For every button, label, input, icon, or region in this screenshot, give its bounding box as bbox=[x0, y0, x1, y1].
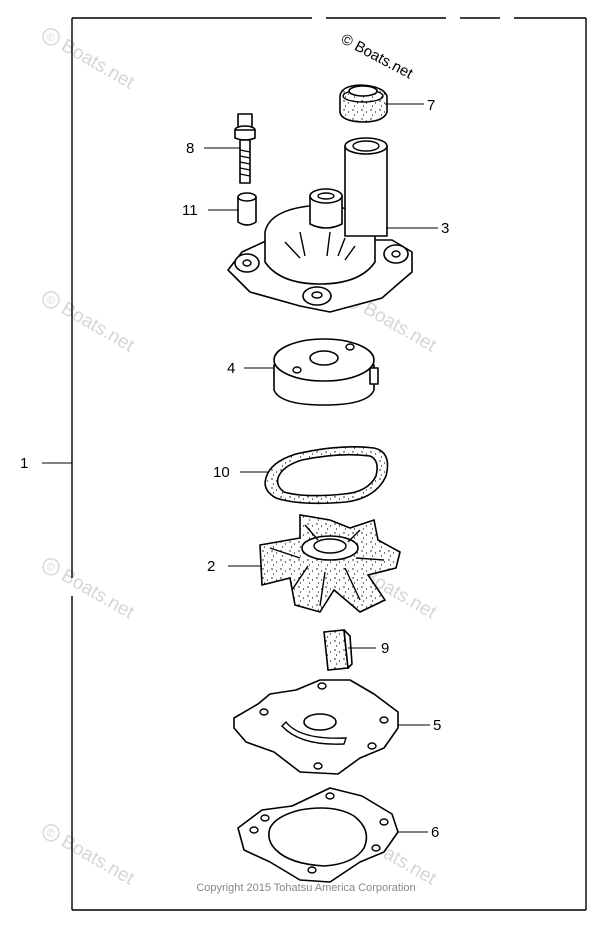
dowel-pin-part[interactable] bbox=[237, 192, 257, 226]
watermark: © Boats.net bbox=[42, 291, 139, 357]
callout-10[interactable]: 10 bbox=[213, 464, 230, 481]
footer-copyright: Copyright 2015 Tohatsu America Corporati… bbox=[196, 882, 415, 894]
bolt-part[interactable] bbox=[234, 113, 256, 184]
callout-9[interactable]: 9 bbox=[381, 640, 389, 657]
watermark: © Boats.net bbox=[42, 558, 139, 624]
callout-1[interactable]: 1 bbox=[20, 455, 28, 472]
callout-labels: 1 2 3 4 5 6 7 8 9 10 11 bbox=[20, 97, 449, 841]
callout-2[interactable]: 2 bbox=[207, 558, 215, 575]
callout-6[interactable]: 6 bbox=[431, 824, 439, 841]
callout-4[interactable]: 4 bbox=[227, 360, 235, 377]
callout-8[interactable]: 8 bbox=[186, 140, 194, 157]
watermark-text: Boats.net bbox=[58, 35, 139, 94]
gasket-lower-part[interactable] bbox=[237, 787, 399, 883]
pump-case-part[interactable] bbox=[227, 137, 413, 313]
outer-plate-part[interactable] bbox=[233, 679, 399, 775]
callout-3[interactable]: 3 bbox=[441, 220, 449, 237]
grommet-part[interactable] bbox=[339, 84, 388, 123]
key-part[interactable] bbox=[323, 629, 353, 671]
insert-cartridge-part[interactable] bbox=[273, 338, 379, 406]
seal-ring-part[interactable] bbox=[264, 446, 389, 505]
watermark: © Boats.net bbox=[42, 824, 139, 890]
leader-lines bbox=[42, 103, 438, 833]
callout-11[interactable]: 11 bbox=[182, 202, 198, 219]
watermark: © Boats.net bbox=[42, 28, 139, 94]
watermark-text: Boats.net bbox=[58, 298, 139, 357]
assembly-frame bbox=[71, 17, 587, 911]
watermark-text: Boats.net bbox=[360, 298, 441, 357]
callout-5[interactable]: 5 bbox=[433, 717, 441, 734]
watermark-text: Boats.net bbox=[58, 831, 139, 890]
watermark-text: Boats.net bbox=[58, 565, 139, 624]
impeller-part[interactable] bbox=[259, 514, 401, 613]
callout-7[interactable]: 7 bbox=[427, 97, 435, 114]
copyright-notice: © Boats.net bbox=[338, 31, 416, 83]
